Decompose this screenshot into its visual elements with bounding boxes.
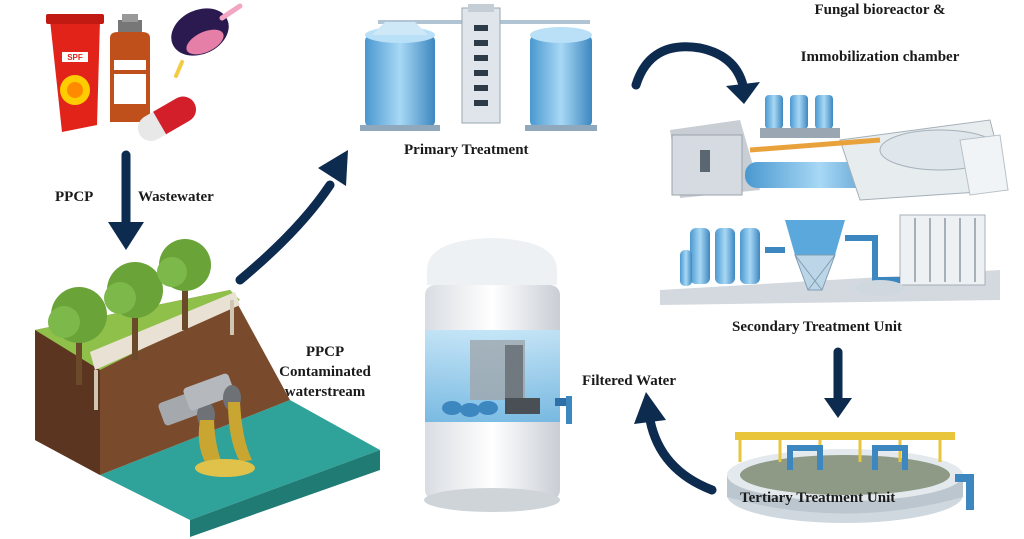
compact-icon	[171, 3, 243, 78]
arrow-head-primary	[318, 150, 348, 186]
label-primary-treatment: Primary Treatment	[404, 142, 529, 158]
ppcp-products-illustration: SPF	[46, 3, 243, 141]
primary-treatment-illustration	[360, 4, 597, 131]
arrow-head-products	[108, 222, 144, 250]
label-filtered-water: Filtered Water	[582, 373, 676, 389]
label-wastewater: Wastewater	[138, 189, 214, 205]
flow-arrows	[108, 42, 852, 495]
label-fungal-line1: Fungal bioreactor &	[814, 2, 946, 18]
sunscreen-tube-icon: SPF	[46, 14, 104, 132]
water-filter-illustration	[424, 238, 572, 512]
arrow-tertiary-to-filtered	[645, 415, 717, 495]
label-tertiary-treatment: Tertiary Treatment Unit	[740, 490, 896, 506]
arrow-head-fungal	[726, 82, 760, 104]
arrow-head-filtered	[634, 392, 666, 424]
label-contaminated-line1: PPCP	[305, 344, 345, 360]
secondary-treatment-illustration	[660, 214, 1000, 305]
arrow-land-to-primary	[235, 180, 335, 285]
arrow-head-tertiary	[824, 398, 852, 418]
label-contaminated-line2: Contaminated	[279, 364, 371, 380]
logo-text: SPF	[67, 53, 83, 62]
sludge-flow	[228, 402, 252, 462]
capsule-icon	[137, 96, 196, 141]
fungal-bioreactor-illustration	[670, 95, 1009, 201]
medicine-bottle-icon	[110, 14, 150, 122]
tree-icon	[48, 287, 107, 385]
label-secondary-treatment: Secondary Treatment Unit	[732, 319, 902, 335]
tertiary-treatment-illustration	[727, 432, 974, 523]
arrow-primary-to-fungal	[631, 42, 749, 95]
sludge-flow	[198, 420, 225, 470]
label-fungal-line2: Immobilization chamber	[800, 49, 960, 65]
label-contaminated-line3: waterstream	[284, 384, 366, 400]
tree-icon	[157, 239, 211, 330]
tree-icon	[104, 262, 163, 360]
label-ppcp: PPCP	[55, 189, 94, 205]
contaminated-land-illustration	[35, 239, 380, 537]
